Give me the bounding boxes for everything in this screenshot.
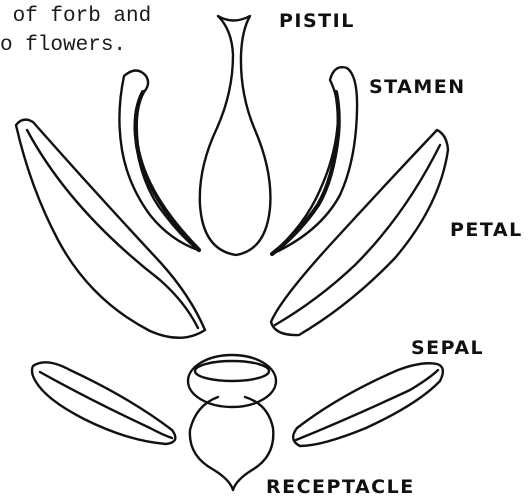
stamen-right-filament-stroke: [272, 92, 339, 254]
sepal-left-shape: [32, 362, 175, 444]
receptacle-ring-inner: [195, 361, 269, 381]
petal-right-inner-edge: [275, 145, 440, 325]
stamen-left-shape: [119, 71, 198, 251]
label-receptacle: RECEPTACLE: [266, 476, 415, 498]
sepal-right-inner-edge: [296, 370, 438, 440]
label-pistil: PISTIL: [279, 10, 355, 32]
sepal-right-shape: [293, 363, 443, 446]
label-sepal: SEPAL: [411, 337, 484, 359]
receptacle-lower-shape: [190, 397, 273, 490]
stamen-left-filament-stroke: [136, 92, 199, 250]
label-stamen: STAMEN: [369, 76, 466, 98]
stamen-right-shape: [272, 67, 357, 254]
pistil-shape: [200, 16, 271, 255]
label-petal: PETAL: [450, 219, 523, 241]
